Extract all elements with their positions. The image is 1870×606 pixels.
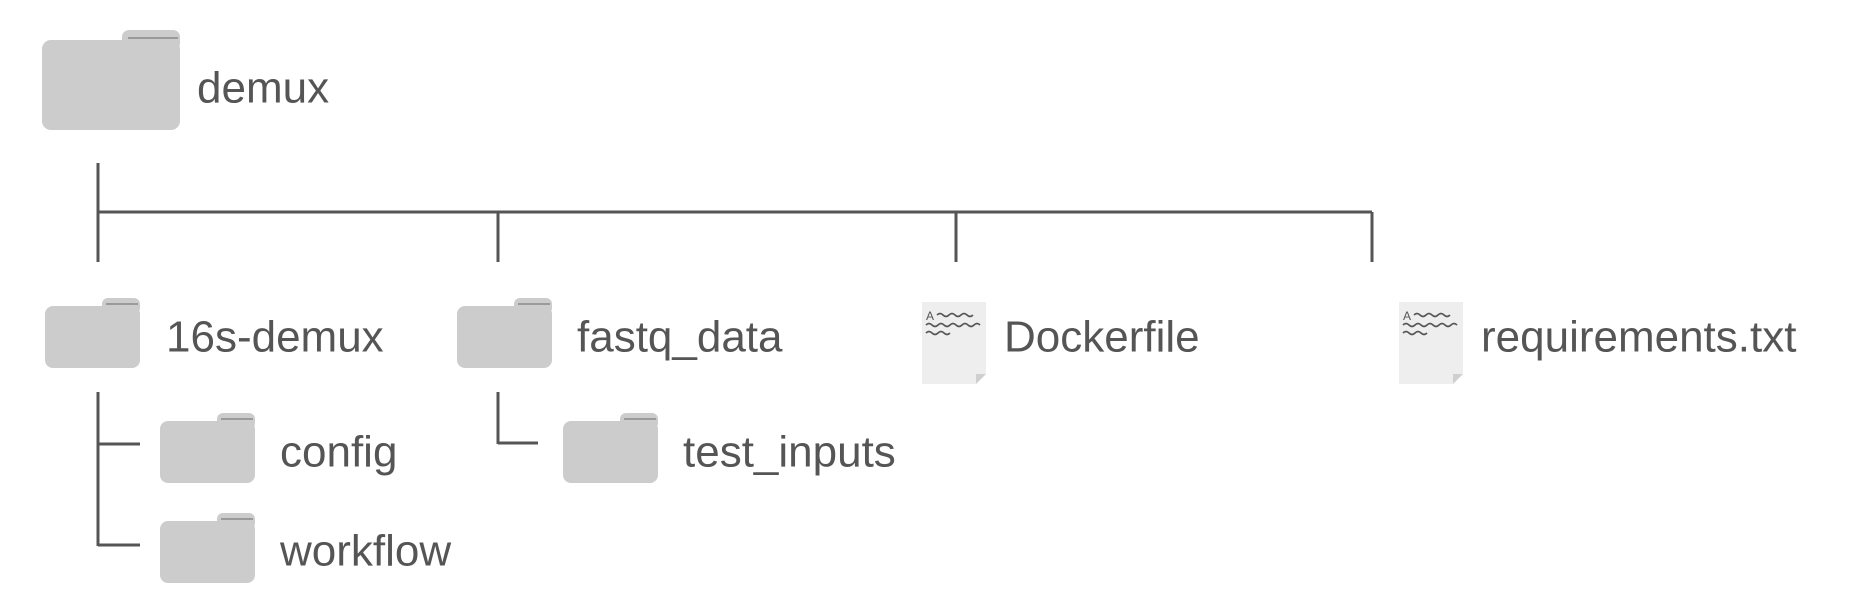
tree-node-workflow[interactable]: workflow: [160, 513, 451, 583]
node-label: config: [280, 428, 397, 477]
tree-node-root[interactable]: demux: [42, 30, 329, 130]
folder-icon: [42, 30, 180, 130]
folder-icon: [563, 413, 658, 483]
tree-node-16s-demux[interactable]: 16s-demux: [45, 298, 384, 368]
tree-node-config[interactable]: config: [160, 413, 397, 483]
tree-node-dockerfile[interactable]: A Dockerfile: [922, 302, 1200, 384]
node-label: workflow: [279, 527, 451, 576]
folder-icon: [45, 298, 140, 368]
node-label: fastq_data: [577, 313, 783, 362]
tree-connectors-16s-demux: [96, 392, 140, 547]
text-file-icon: A: [1399, 302, 1463, 384]
tree-connectors-fastq-data: [496, 392, 538, 445]
folder-icon: [160, 413, 255, 483]
tree-node-fastq-data[interactable]: fastq_data: [457, 298, 783, 368]
tree-node-requirements-txt[interactable]: A requirements.txt: [1399, 302, 1796, 384]
node-label: test_inputs: [683, 428, 896, 477]
folder-icon: [457, 298, 552, 368]
svg-text:A: A: [926, 309, 934, 323]
svg-text:A: A: [1403, 309, 1411, 323]
folder-icon: [160, 513, 255, 583]
node-label: 16s-demux: [166, 313, 384, 362]
text-file-icon: A: [922, 302, 986, 384]
tree-connectors-root: [96, 163, 1374, 262]
node-label: requirements.txt: [1481, 313, 1796, 362]
tree-node-test-inputs[interactable]: test_inputs: [563, 413, 896, 483]
node-label: demux: [197, 64, 329, 113]
node-label: Dockerfile: [1004, 313, 1200, 362]
